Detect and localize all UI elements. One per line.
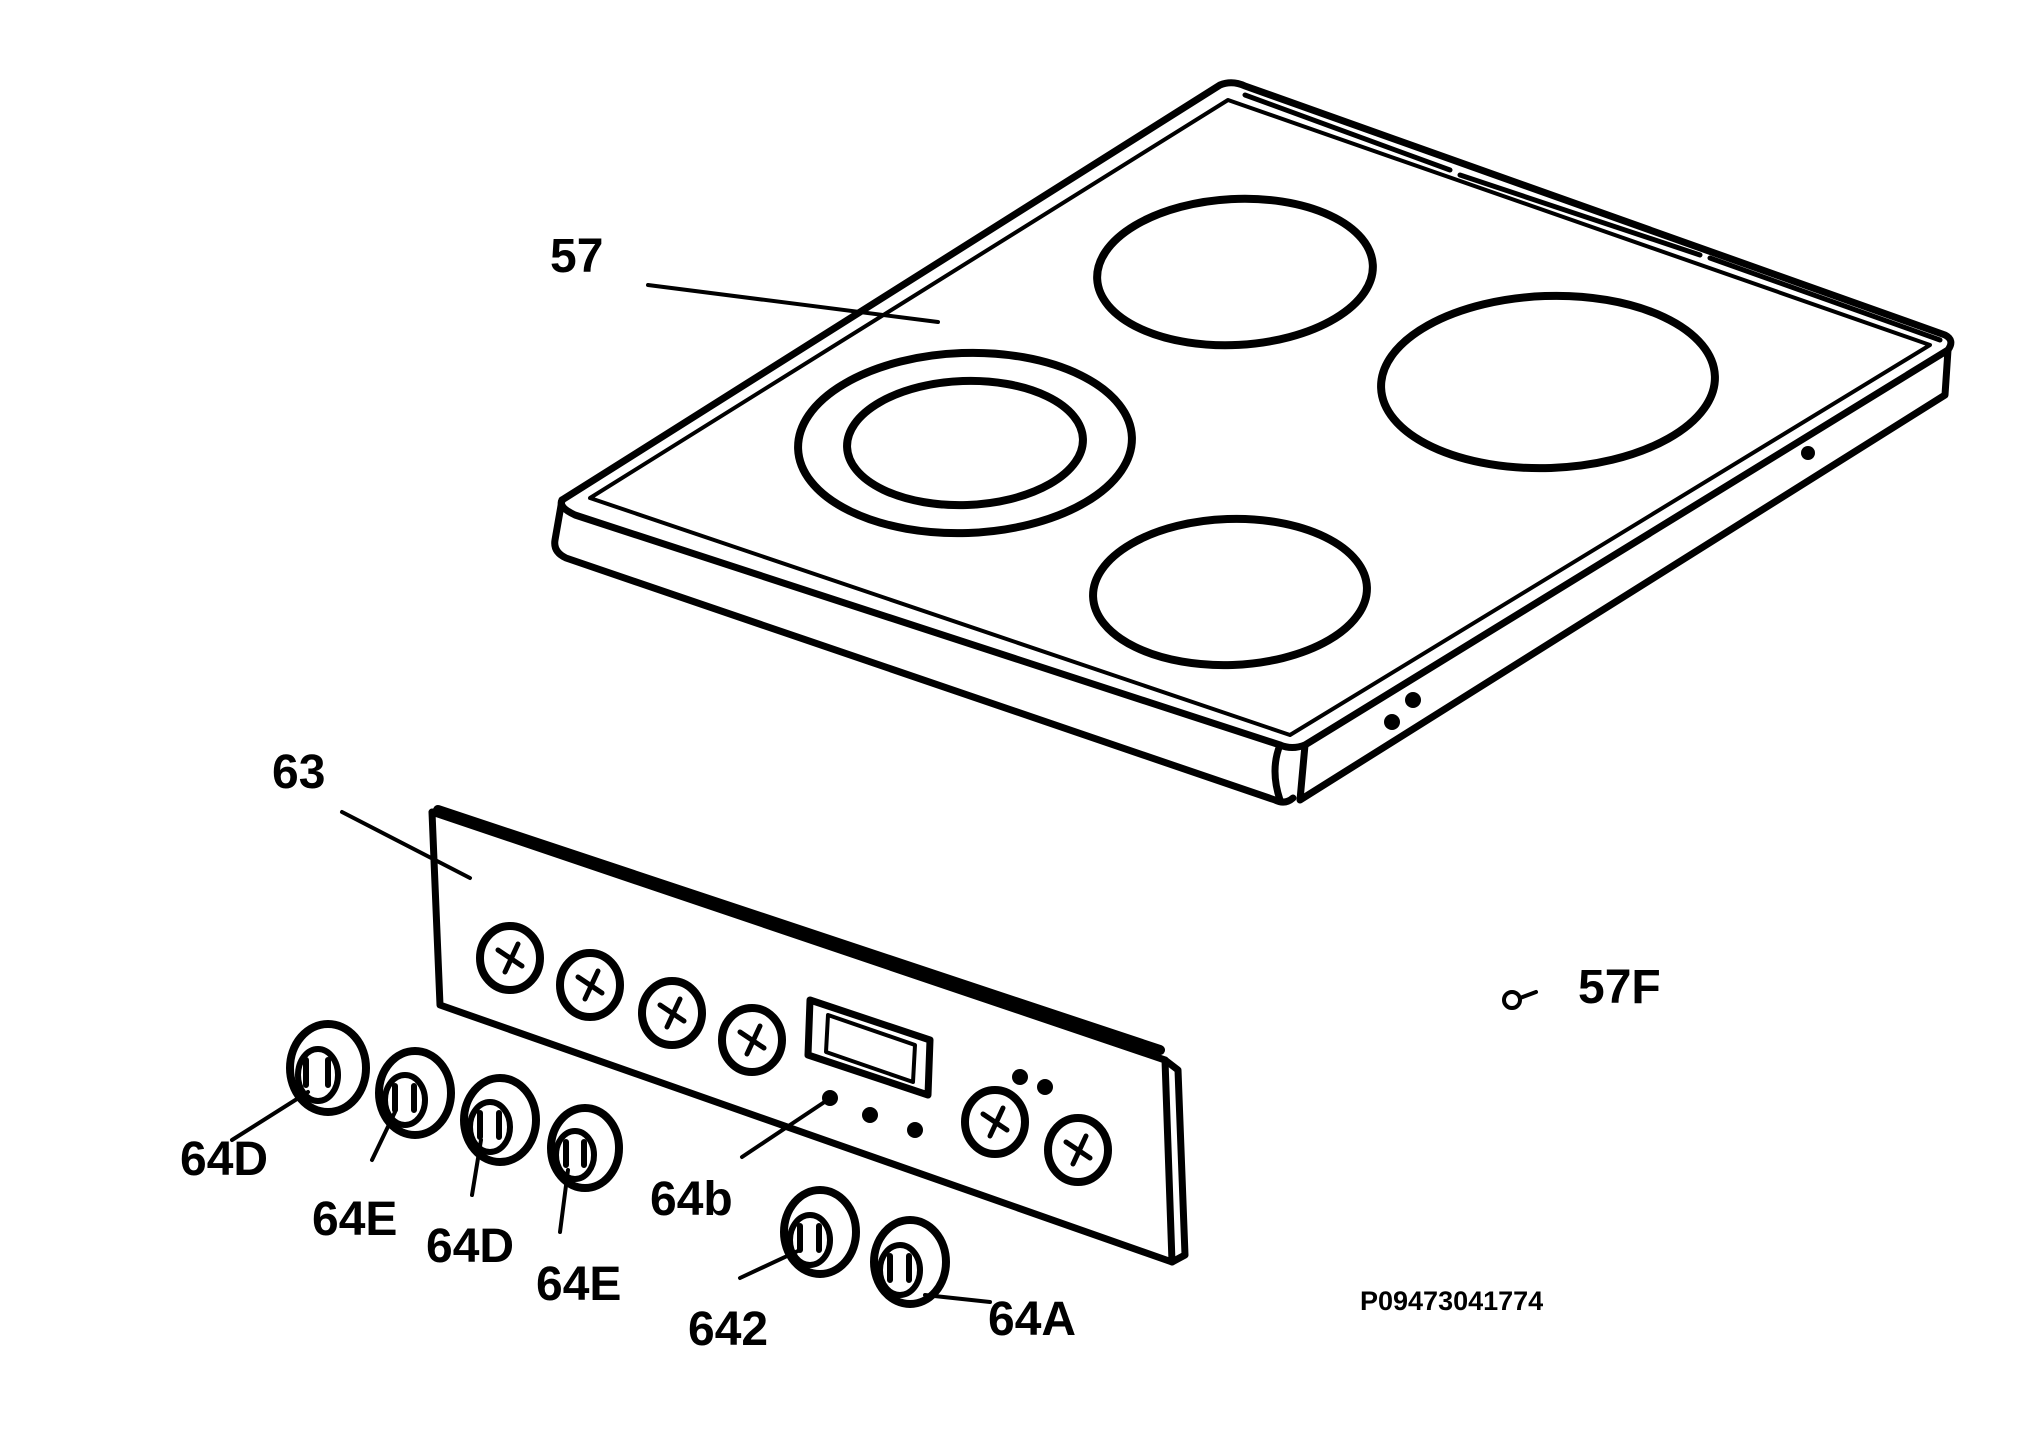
hob-front-face xyxy=(551,496,1297,806)
cooking-zone-back-left xyxy=(1093,194,1377,350)
label-64b: 64b xyxy=(650,1173,733,1226)
panel-knob-recess xyxy=(638,977,706,1049)
label-63: 63 xyxy=(272,746,325,799)
panel-knob-recess xyxy=(961,1086,1029,1158)
knob-pointer xyxy=(657,996,687,1030)
indicator-light xyxy=(862,1107,878,1123)
reference-code: P09473041774 xyxy=(1360,1286,1543,1316)
knob-pointer xyxy=(495,941,525,975)
indicator-light xyxy=(1037,1079,1053,1095)
leader-line-64b xyxy=(740,1093,837,1159)
label-57f: 57F xyxy=(1578,961,1661,1014)
panel-knob-recess xyxy=(718,1004,786,1076)
knob-64d-left xyxy=(286,1020,370,1116)
loose-knobs xyxy=(286,1020,950,1308)
leader-line-64d-left xyxy=(230,1090,310,1142)
hob-assembly xyxy=(551,79,1955,806)
control-panel-top-edge xyxy=(433,805,1165,1055)
knob-pointer xyxy=(575,968,605,1002)
knob-64a xyxy=(870,1216,950,1308)
leader-line-64d-right xyxy=(470,1138,483,1197)
leader-lines xyxy=(230,283,992,1304)
label-64d-right: 64D xyxy=(426,1220,514,1273)
cooking-zone-front-left-inner xyxy=(843,376,1087,510)
label-64a: 64A xyxy=(988,1293,1076,1346)
display-window xyxy=(804,996,934,1099)
label-64e-right: 64E xyxy=(536,1258,621,1311)
panel-knob-recess xyxy=(556,949,624,1021)
hob-side-hole xyxy=(1405,692,1421,708)
control-panel-assembly xyxy=(428,805,1189,1266)
hob-top-outline xyxy=(557,79,1955,751)
hob-side-face xyxy=(1296,346,1952,804)
panel-knob-recess xyxy=(1044,1114,1112,1186)
hob-side-hole xyxy=(1384,714,1400,730)
panel-knob-recesses xyxy=(476,922,1112,1186)
leader-line-642 xyxy=(738,1248,802,1280)
knob-642 xyxy=(780,1186,860,1278)
indicator-light xyxy=(907,1122,923,1138)
cooking-zone-back-right xyxy=(1377,291,1719,473)
knob-pointer xyxy=(980,1105,1010,1139)
hob-inner-edge xyxy=(588,98,1932,737)
label-64d-left: 64D xyxy=(180,1133,268,1186)
knob-64e-right xyxy=(547,1104,623,1192)
cooking-zone-front-left-outer xyxy=(794,348,1136,538)
hob-side-hole xyxy=(1801,446,1815,460)
knob-64d-right xyxy=(460,1074,540,1166)
display-window-inner xyxy=(824,1013,917,1084)
leader-line-63 xyxy=(340,810,472,880)
cooking-zone-front-right xyxy=(1089,514,1371,670)
knob-64e-left xyxy=(375,1047,455,1139)
knob-pointer xyxy=(1063,1133,1093,1167)
knob-pointer xyxy=(737,1023,767,1057)
label-57: 57 xyxy=(550,230,603,283)
label-642: 642 xyxy=(688,1303,768,1356)
hob-back-rim xyxy=(1242,92,1943,343)
leader-line-64e-right xyxy=(558,1168,570,1234)
panel-knob-recess xyxy=(476,922,544,994)
leader-line-64e-left xyxy=(370,1110,397,1162)
part-labels: 57 57F 63 64D 64E 64D 64E 64b 642 64A P0… xyxy=(180,230,1661,1356)
indicator-light xyxy=(1012,1069,1028,1085)
label-64e-left: 64E xyxy=(312,1193,397,1246)
control-panel-side-edge xyxy=(1161,1056,1189,1266)
leader-line-57 xyxy=(646,283,940,324)
leader-line-64a xyxy=(923,1293,992,1304)
clip-57f xyxy=(1502,990,1538,1010)
hob-front-corner xyxy=(1271,741,1284,804)
